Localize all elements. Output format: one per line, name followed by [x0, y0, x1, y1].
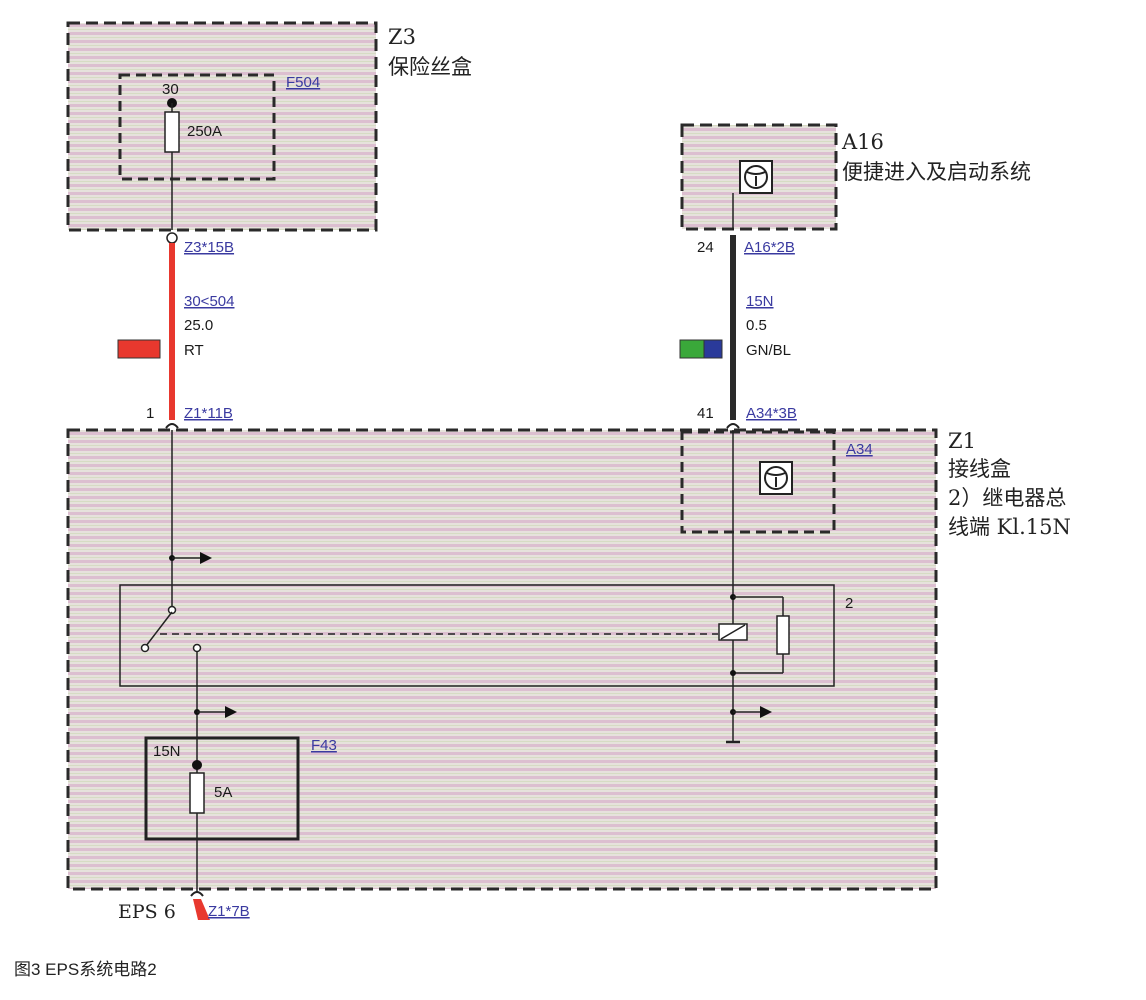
output-connector: Z1*7B: [208, 903, 250, 920]
z1-name: 接线盒: [948, 457, 1011, 481]
green-color-swatch: [679, 339, 705, 359]
fuse-symbol: [164, 111, 180, 153]
f43-rating: 5A: [214, 784, 232, 801]
blue-color-swatch: [703, 339, 723, 359]
left-circuit: 30<504: [184, 293, 234, 310]
relay-number: 2: [845, 595, 853, 612]
right-top-pin: 24: [697, 239, 714, 256]
left-top-connector: Z3*15B: [184, 239, 234, 256]
a16-name: 便捷进入及启动系统: [842, 160, 1031, 184]
figure-caption: 图3 EPS系统电路2: [14, 960, 157, 979]
right-wire-size: 0.5: [746, 317, 767, 334]
left-bottom-pin: 1: [146, 405, 154, 422]
right-top-connector: A16*2B: [744, 239, 795, 256]
left-lower-wiring: [194, 652, 237, 892]
arrow-right-icon: [200, 552, 212, 564]
a16-id: A16: [841, 130, 884, 154]
right-wire: 24 A16*2B 15N 0.5 GN/BL 41 A34*3B: [679, 235, 797, 422]
relay-2: 2: [119, 430, 853, 742]
right-circuit: 15N: [746, 293, 774, 310]
f504-fuse: F504 30 250A: [118, 73, 320, 230]
f43-id: F43: [311, 737, 337, 754]
z3-id: Z3: [388, 25, 416, 49]
eps-output: EPS 6 Z1*7B: [118, 891, 250, 923]
f43-fuse: F43 15N 5A: [144, 736, 337, 841]
z3-fuse-box: Z3 保险丝盒: [66, 21, 472, 232]
left-wire: Z3*15B 30<504 25.0 RT 1 Z1*11B: [117, 232, 234, 422]
left-color-code: RT: [184, 342, 204, 359]
output-wire-stub: [193, 899, 210, 920]
arrow-right-icon: [760, 706, 772, 718]
fuse-symbol: [189, 772, 205, 814]
right-bottom-pin: 41: [697, 405, 714, 422]
arrow-right-icon: [225, 706, 237, 718]
z3-name: 保险丝盒: [388, 55, 472, 79]
right-color-code: GN/BL: [746, 342, 791, 359]
left-wire-size: 25.0: [184, 317, 213, 334]
red-color-swatch: [117, 339, 161, 359]
right-bottom-connector: A34*3B: [746, 405, 797, 422]
f504-pin: 30: [162, 81, 179, 98]
right-lower-wiring: [726, 706, 772, 744]
f504-id: F504: [286, 74, 320, 91]
left-internal-wiring: [169, 430, 212, 608]
f504-rating: 250A: [187, 123, 222, 140]
left-bottom-connector: Z1*11B: [184, 405, 233, 422]
a16-module: A16 便捷进入及启动系统: [680, 123, 1031, 231]
z1-junction-box: Z1 接线盒 2）继电器总 线端 Kl.15N: [66, 428, 1071, 891]
z1-line2: 2）继电器总: [948, 486, 1066, 510]
z1-id: Z1: [948, 429, 976, 453]
relay-switch: [145, 611, 173, 647]
z1-line3: 线端 Kl.15N: [948, 515, 1071, 539]
resistor: [776, 615, 790, 655]
a34-module: A34: [680, 430, 873, 534]
f43-terminal: 15N: [153, 743, 181, 760]
output-label: EPS 6: [118, 901, 176, 923]
a34-id: A34: [846, 441, 873, 458]
